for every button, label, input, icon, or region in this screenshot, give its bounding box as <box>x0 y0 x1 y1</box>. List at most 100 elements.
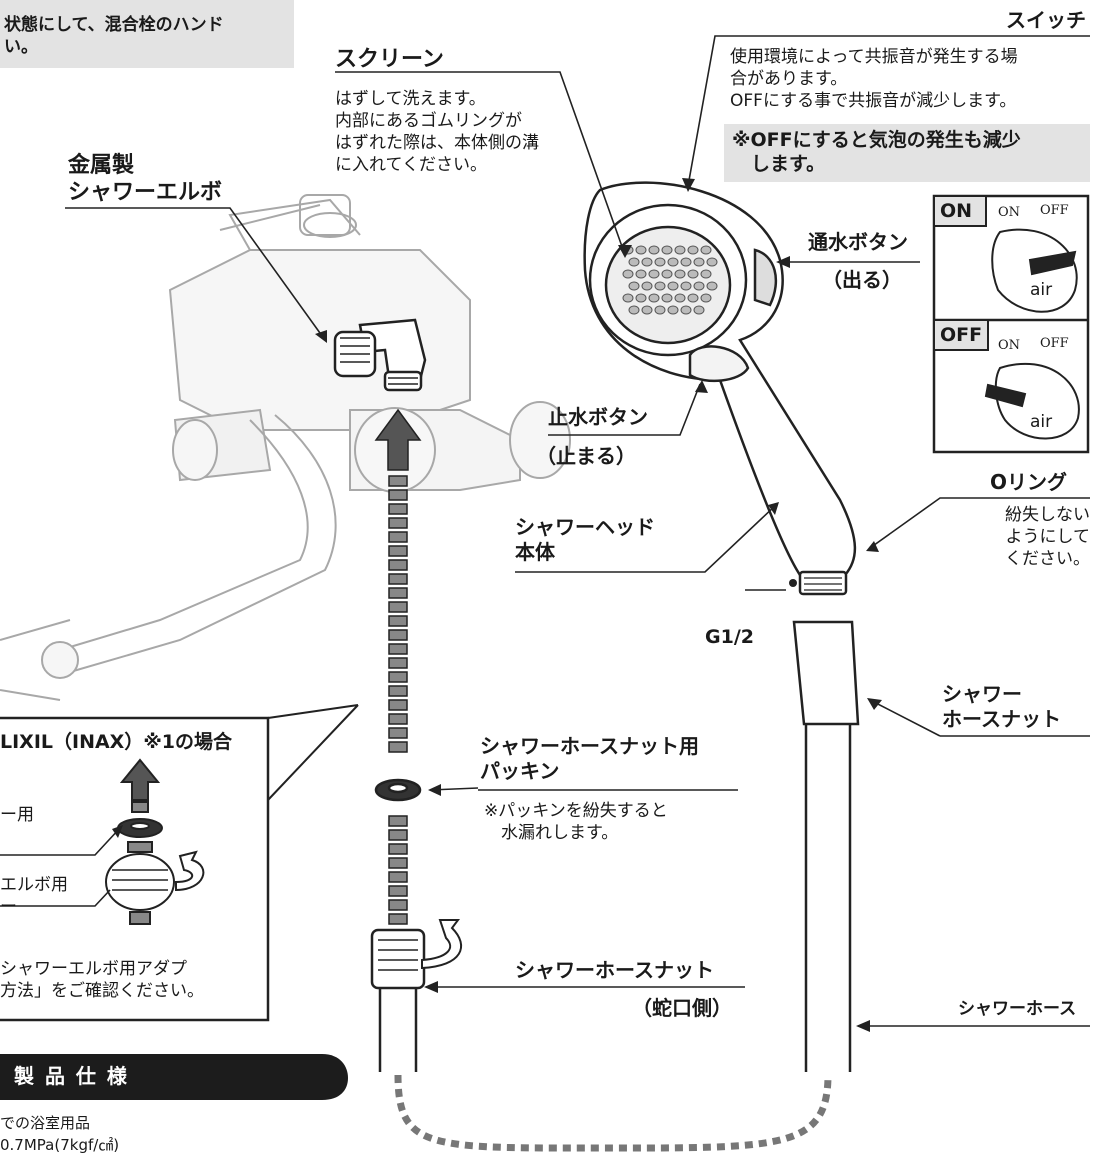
nozzle-hole <box>693 305 705 315</box>
hose-nut-faucet-side <box>370 928 426 1072</box>
nozzle-hole <box>628 305 640 315</box>
nozzle-hole <box>693 281 705 291</box>
inset-callout-lines <box>267 704 359 801</box>
thread-dot <box>789 579 797 587</box>
thread-size-label: G1/2 <box>705 626 754 648</box>
dash-segment <box>388 503 408 515</box>
nozzle-hole <box>667 305 679 315</box>
nozzle-hole <box>635 293 647 303</box>
nozzle-hole <box>706 281 718 291</box>
dash-segment <box>388 615 408 627</box>
off-tab-bg <box>933 319 989 351</box>
nozzle-hole <box>648 245 660 255</box>
nozzle-hole <box>706 257 718 267</box>
oring-title: Oリング <box>990 470 1068 494</box>
switch-note: ※OFFにすると気泡の発生も減少 します。 <box>724 124 1090 182</box>
water-on-sub-label: （出る） <box>822 268 902 292</box>
nozzle-hole <box>661 245 673 255</box>
dash-segment <box>388 489 408 501</box>
arrowheads <box>112 178 882 1032</box>
nozzle-hole <box>635 245 647 255</box>
spec-header-bg <box>0 1054 348 1100</box>
dash-segment <box>388 885 408 897</box>
water-on-button-label: 通水ボタン <box>808 230 908 254</box>
dash-segment <box>388 545 408 557</box>
shower-head-illustration <box>583 181 857 596</box>
nozzle-hole <box>687 245 699 255</box>
spec-line-1: での浴室用品 <box>0 1114 91 1132</box>
inset-label-2: エルボ用 ー <box>0 875 68 917</box>
inset-note: シャワーエルボ用アダプ 方法」をご確認ください。 <box>0 959 204 1001</box>
switch-description: 使用環境によって共振音が発生する場 合があります。 OFFにする事で共振音が減少… <box>730 47 1018 111</box>
nozzle-hole <box>648 269 660 279</box>
nozzle-hole <box>700 293 712 303</box>
hose-loop-dashed <box>394 1074 832 1152</box>
dash-segment <box>388 601 408 613</box>
dash-segment <box>388 727 408 739</box>
nozzle-hole <box>674 269 686 279</box>
switch-on-mark-b: ON <box>998 338 1021 353</box>
dash-segment <box>388 671 408 683</box>
inset-parts <box>105 758 205 925</box>
shower-hose-label: シャワーホース <box>958 999 1077 1019</box>
dash-segment <box>388 475 408 487</box>
nozzle-hole <box>654 257 666 267</box>
dash-segment <box>388 657 408 669</box>
packing-title: シャワーホースナット用 パッキン <box>480 734 699 783</box>
dash-segment <box>388 699 408 711</box>
dash-segment <box>388 913 408 925</box>
screen-description: はずして洗えます。 内部にあるゴムリングが はずれた際は、本体側の溝 に入れてく… <box>335 89 539 175</box>
packing-note: ※パッキンを紛失すると 水漏れします。 <box>484 801 668 843</box>
faucet-illustration <box>0 194 571 701</box>
dash-segment <box>388 899 408 911</box>
nozzle-hole <box>622 293 634 303</box>
water-off-button-label: 止水ボタン <box>548 405 648 429</box>
switch-knob-on <box>991 228 1078 313</box>
dashed-guide-column <box>388 475 408 925</box>
screen-title: スクリーン <box>335 47 444 72</box>
leader-lines <box>0 35 1090 1027</box>
nozzle-hole <box>661 269 673 279</box>
nozzle-hole <box>654 305 666 315</box>
dash-segment <box>388 643 408 655</box>
dash-segment <box>388 713 408 725</box>
inset-title: LIXIL（INAX）※1の場合 <box>0 731 233 753</box>
switch-air-text-a: air <box>1030 280 1053 300</box>
dash-segment <box>388 587 408 599</box>
dash-segment <box>388 573 408 585</box>
nozzle-hole <box>687 293 699 303</box>
spec-line-2: 0.7MPa(7kgf/㎠) <box>0 1136 120 1154</box>
nozzle-hole <box>680 305 692 315</box>
switch-title: スイッチ <box>1006 8 1086 32</box>
switch-off-mark-b: OFF <box>1040 336 1069 351</box>
dash-segment <box>388 815 408 827</box>
switch-off-mark-a: OFF <box>1040 203 1069 218</box>
hose-nut-faucet-sub-label: （蛇口側） <box>632 996 732 1020</box>
nozzle-hole <box>622 269 634 279</box>
nozzle-hole <box>641 305 653 315</box>
water-off-sub-label: （止まる） <box>536 444 636 468</box>
dash-segment <box>388 857 408 869</box>
dash-segment <box>388 829 408 841</box>
switch-knob-off <box>984 362 1080 440</box>
hose-nut-faucet-side-label: シャワーホースナット <box>515 958 714 982</box>
switch-air-text-b: air <box>1030 412 1053 432</box>
nozzle-hole <box>661 293 673 303</box>
showerhead-body-label: シャワーヘッド 本体 <box>515 515 655 564</box>
upward-flow-arrow <box>374 408 422 471</box>
nozzle-hole <box>635 269 647 279</box>
shower-elbow-part <box>333 318 427 392</box>
on-tab-bg <box>933 195 987 227</box>
spec-header: 製 品 仕 様 <box>14 1064 129 1088</box>
top-instruction-note: 状態にして、混合栓のハンド い。 <box>0 0 294 68</box>
dash-segment <box>388 685 408 697</box>
inset-label-1: ー用 <box>0 805 34 825</box>
nozzle-hole <box>648 293 660 303</box>
dash-segment <box>388 531 408 543</box>
nozzle-hole <box>641 281 653 291</box>
elbow-title: 金属製 シャワーエルボ <box>68 153 223 205</box>
dash-segment <box>388 741 408 753</box>
nozzle-hole <box>693 257 705 267</box>
nozzle-hole <box>641 257 653 267</box>
